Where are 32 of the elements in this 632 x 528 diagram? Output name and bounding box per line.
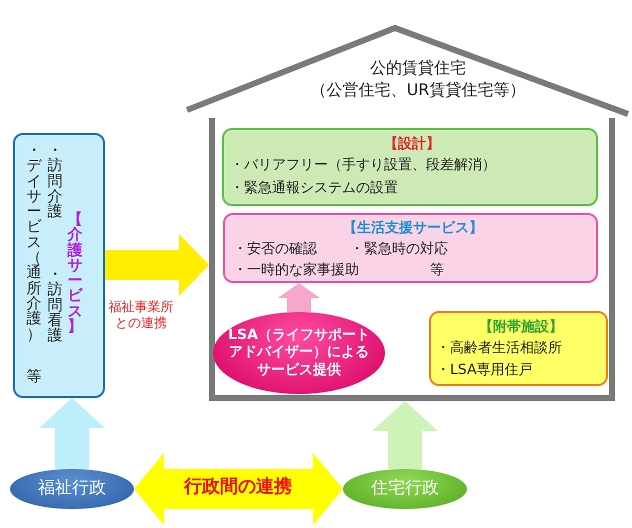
list-item: ・高齢者生活相談所 [436,340,562,357]
list-item: ・LSA専用住戸 [436,362,533,379]
node-text: 福祉行政 [38,478,106,500]
list-item: ・一時的な家事援助 [233,262,359,279]
list-item: 等 [26,369,42,384]
block-arrow [372,401,438,469]
list-item: ・バリアフリー（手すり設置、段差解消） [230,157,496,174]
box-heading: 【介護サービス】 [67,212,83,334]
list-item: ・訪問看護 [47,267,63,344]
list-item: ・安否の確認 [233,241,317,258]
block-arrow [39,398,105,469]
node-text: LSA（ライフサポートアドバイザー）によるサービス提供 [227,326,371,380]
block-arrow [278,283,320,312]
info-box [429,311,608,386]
box-heading: 【生活支援サービス】 [343,220,483,237]
double-arrow [134,453,343,525]
list-item: 等 [430,262,444,279]
info-box [223,213,598,283]
edge-label: 行政間の連携 [182,476,293,498]
list-item: ・デイサービス（通所介護） [26,143,42,342]
box-heading: 【附帯施設】 [479,319,563,336]
list-item: ・緊急通報システムの設置 [230,180,398,197]
list-item: ・緊急時の対応 [350,241,448,258]
house-title: （公営住宅、UR賃貸住宅等） [310,80,526,100]
edge-label: 福祉事業所との連携 [108,300,174,332]
block-arrow [105,234,209,296]
info-box [222,128,598,206]
node-text: 住宅行政 [371,478,439,500]
house-title: 公的賃貸住宅 [370,58,466,78]
info-box [13,133,105,398]
list-item: ・訪問介護 [47,143,63,220]
box-heading: 【設計】 [384,136,440,153]
